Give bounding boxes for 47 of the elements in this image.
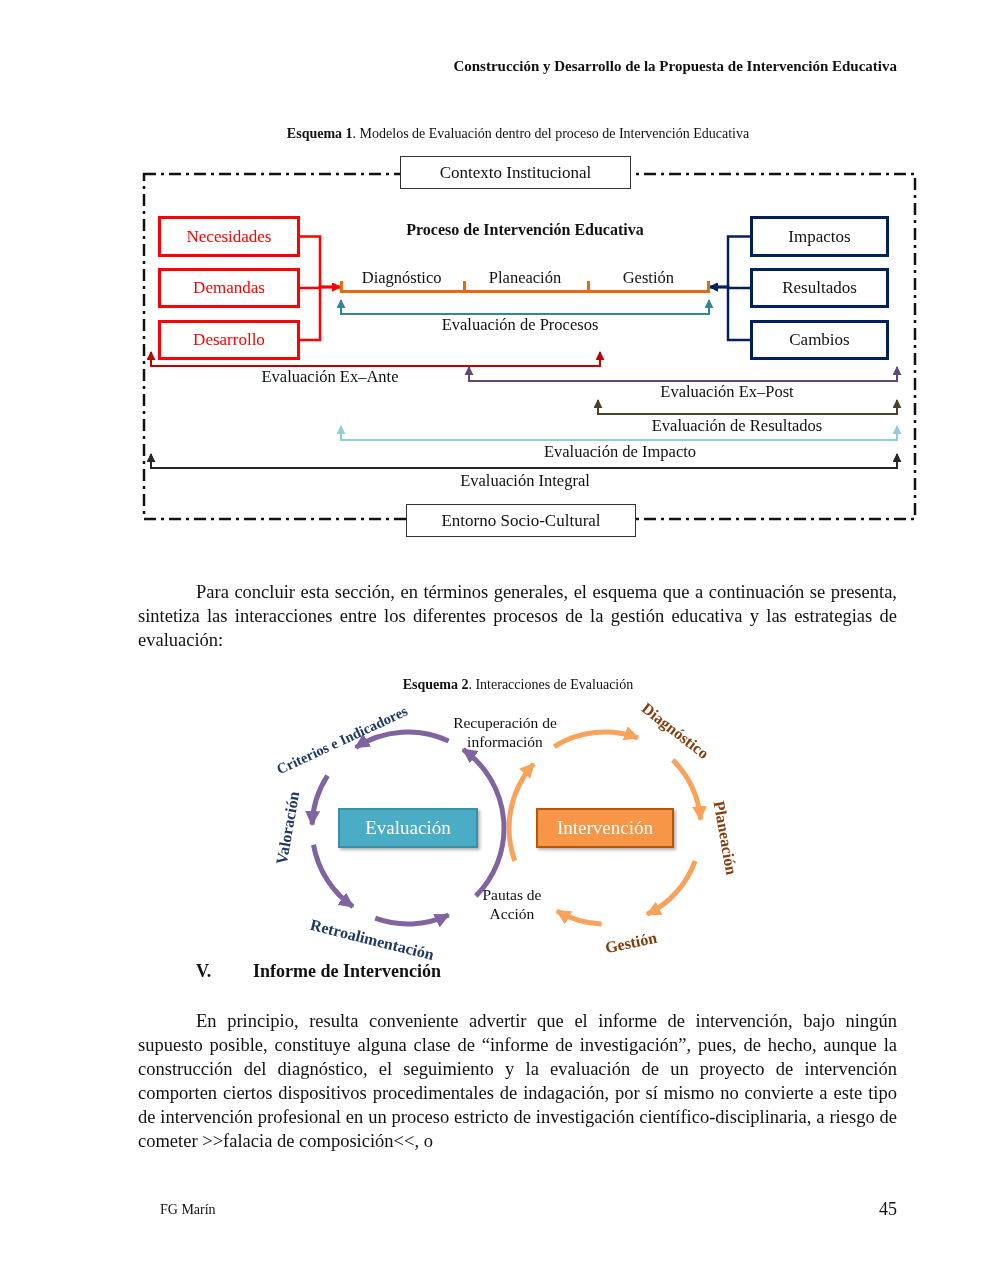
span-label: Evaluación de Procesos (440, 315, 600, 335)
cycle-label: Valoración (269, 782, 307, 874)
body-paragraph: En principio, resulta conveniente advertir que el informe de intervención, bajo ningún supuesto posible, constituye alguna clase de “informe de investigación”, pues, de hecho, aunque la construcción del diagnóstico, el seguimiento y la evaluación de un proyecto de intervención comporten ciertos dispositivos procedimentales de indagación, por sí mismo no convierte a este tipo de intervención profesional en un proceso estricto de investigación científico-disciplinaria, a riesgo de cometer >>falacia de composición<<, o (138, 1010, 897, 1154)
curved-arrow (506, 762, 536, 862)
curved-arrow (461, 747, 507, 898)
cycle-label: Gestión (596, 925, 666, 961)
curved-arrow (645, 859, 698, 917)
phase-segment: Gestión (586, 268, 710, 293)
need-box: Demandas (158, 268, 300, 308)
context-box: Entorno Socio-Cultural (406, 504, 636, 537)
span-label: Evaluación de Resultados (650, 416, 824, 436)
process-heading: Proceso de Intervención Educativa (406, 221, 644, 239)
section-heading: Informe de Intervención (253, 961, 441, 983)
section-number: V. (196, 961, 212, 983)
page-header: Construcción y Desarrollo de la Propuesta de Intervención Educativa (452, 57, 897, 75)
figure-caption: Esquema 2. Interacciones de Evaluación (401, 677, 635, 694)
cycle-label: Pautas de Acción (480, 885, 544, 925)
cycle-label: Planeación (706, 791, 744, 885)
curved-arrow (305, 774, 330, 827)
curved-arrow (374, 912, 450, 927)
phase-segment: Planeación (463, 268, 587, 293)
intervention-box: Intervención (536, 808, 674, 848)
bracket-arrow (709, 282, 750, 342)
need-box: Necesidades (158, 216, 300, 257)
process-bar (340, 221, 710, 293)
span-label: Evaluación Ex–Post (659, 382, 795, 402)
span-label: Evaluación Ex–Ante (260, 367, 400, 387)
page-number: 45 (878, 1199, 897, 1221)
curved-arrow (671, 758, 707, 822)
body-paragraph: Para concluir esta sección, en términos generales, el esquema que a continuación se presenta, sintetiza las interacciones entre los diferentes procesos de la gestión educativa y las estrategias de evaluación: (138, 581, 897, 653)
span-label: Evaluación de Impacto (542, 442, 698, 462)
outcome-box: Cambios (750, 320, 889, 360)
curved-arrow (555, 908, 602, 927)
curved-arrow (311, 844, 355, 909)
curved-arrow (552, 726, 640, 749)
need-box: Desarrollo (158, 320, 300, 360)
evaluation-box: Evaluación (338, 808, 478, 848)
span-label: Evaluación Integral (459, 471, 591, 491)
outcome-box: Resultados (750, 268, 889, 308)
curved-arrow (354, 729, 450, 750)
phase-segment: Diagnóstico (340, 268, 464, 293)
context-box: Contexto Institucional (400, 156, 631, 189)
figure-caption: Esquema 1. Modelos de Evaluación dentro del proceso de Intervención Educativa (285, 126, 751, 143)
cycle-label: Recuperación de información (433, 713, 577, 753)
author-footer: FG Marín (160, 1202, 216, 1219)
bracket-arrow (300, 282, 341, 342)
outcome-box: Impactos (750, 216, 889, 257)
